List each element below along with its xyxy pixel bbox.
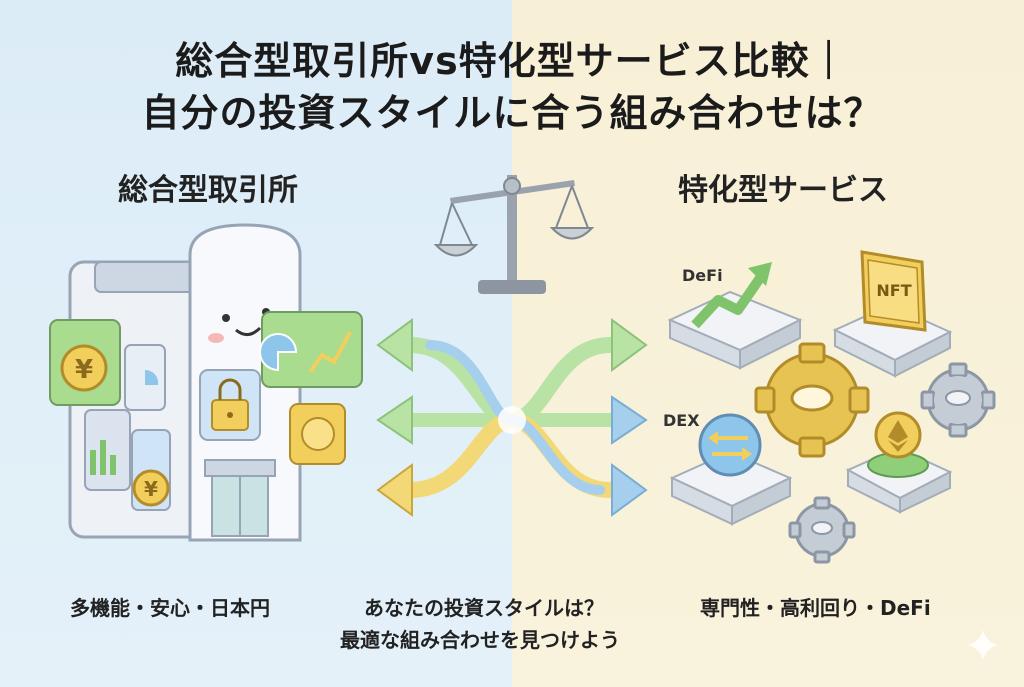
right-heading: 特化型サービス (678, 173, 888, 208)
gear-icon-small (788, 496, 856, 564)
exchange-building-icon (49, 223, 363, 542)
dex-platform (669, 413, 793, 526)
arrow-heads (376, 318, 648, 517)
crypto-coin-platform (845, 411, 953, 514)
gear-icon (754, 342, 870, 458)
center-caption-line-2: 最適な組み合わせを見つけよう (340, 628, 620, 652)
title-line-2: 自分の投資スタイルに合う組み合わせは？ (141, 91, 883, 135)
nft-card-icon (832, 250, 953, 378)
left-heading: 総合型取引所 (118, 173, 298, 208)
svg-text:¥: ¥ (144, 477, 158, 501)
right-caption: 専門性・高利回り・DeFi (700, 596, 931, 620)
yen-coin-icon-small: ¥ (132, 469, 170, 507)
yen-coin-icon: ¥ (60, 344, 108, 392)
center-caption-line-1: あなたの投資スタイルは？ (364, 596, 604, 620)
title-line-1: 総合型取引所vs特化型サービス比較｜ (175, 39, 849, 83)
sparkle-icon (968, 630, 998, 660)
balance-scale-icon (433, 175, 595, 294)
gear-icon-grey (920, 362, 996, 438)
defi-label: DeFi (682, 266, 723, 285)
svg-text:¥: ¥ (75, 355, 93, 385)
dex-label: DEX (663, 411, 700, 430)
defi-platform (667, 262, 803, 370)
nft-label: NFT (876, 281, 911, 300)
left-caption: 多機能・安心・日本円 (70, 596, 270, 620)
